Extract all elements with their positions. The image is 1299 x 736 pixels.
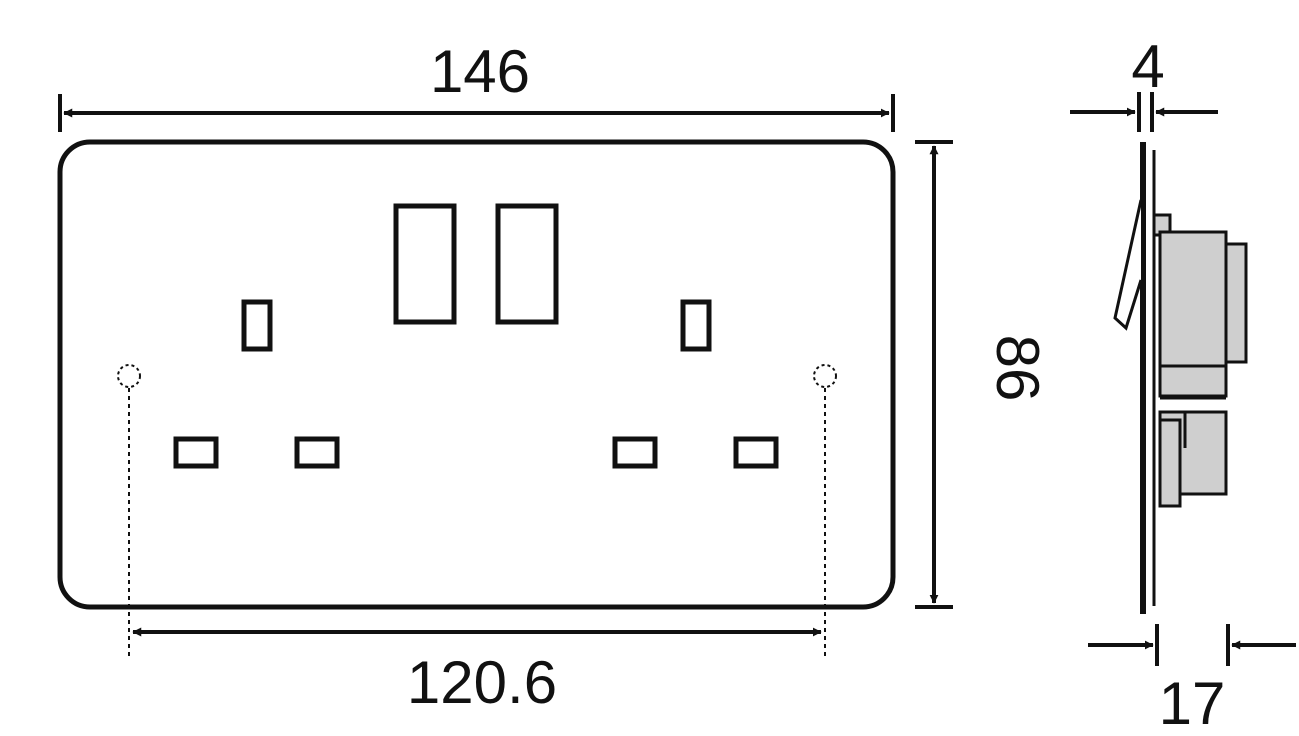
width-dimension [58, 94, 895, 132]
neutral-slot [733, 436, 779, 469]
front-view [57, 139, 896, 656]
live-slot [173, 436, 219, 469]
module-rear [1224, 242, 1248, 364]
side-view [1113, 142, 1248, 614]
height-dimension [915, 140, 953, 609]
fixing-centres-label: 120.6 [407, 649, 557, 716]
depth-label: 17 [1159, 670, 1226, 736]
fixing-hole-left [117, 364, 141, 388]
terminal-block [1158, 418, 1182, 508]
face-plate [57, 139, 896, 610]
switch-rocker [1113, 199, 1143, 331]
socket-left [173, 299, 340, 469]
height-label: 86 [984, 335, 1051, 402]
switch-right [495, 203, 559, 325]
neutral-slot [294, 436, 340, 469]
socket-right [612, 299, 779, 469]
thickness-dimension [1070, 92, 1218, 132]
module-upper [1158, 230, 1228, 368]
earth-slot [241, 299, 273, 352]
live-slot [612, 436, 658, 469]
earth-slot [680, 299, 712, 352]
switch-left [393, 203, 457, 325]
depth-dimension [1088, 624, 1296, 666]
fixing-hole-right [813, 364, 837, 388]
module-mid [1158, 364, 1228, 398]
thickness-label: 4 [1131, 33, 1164, 100]
width-label: 146 [430, 38, 530, 105]
